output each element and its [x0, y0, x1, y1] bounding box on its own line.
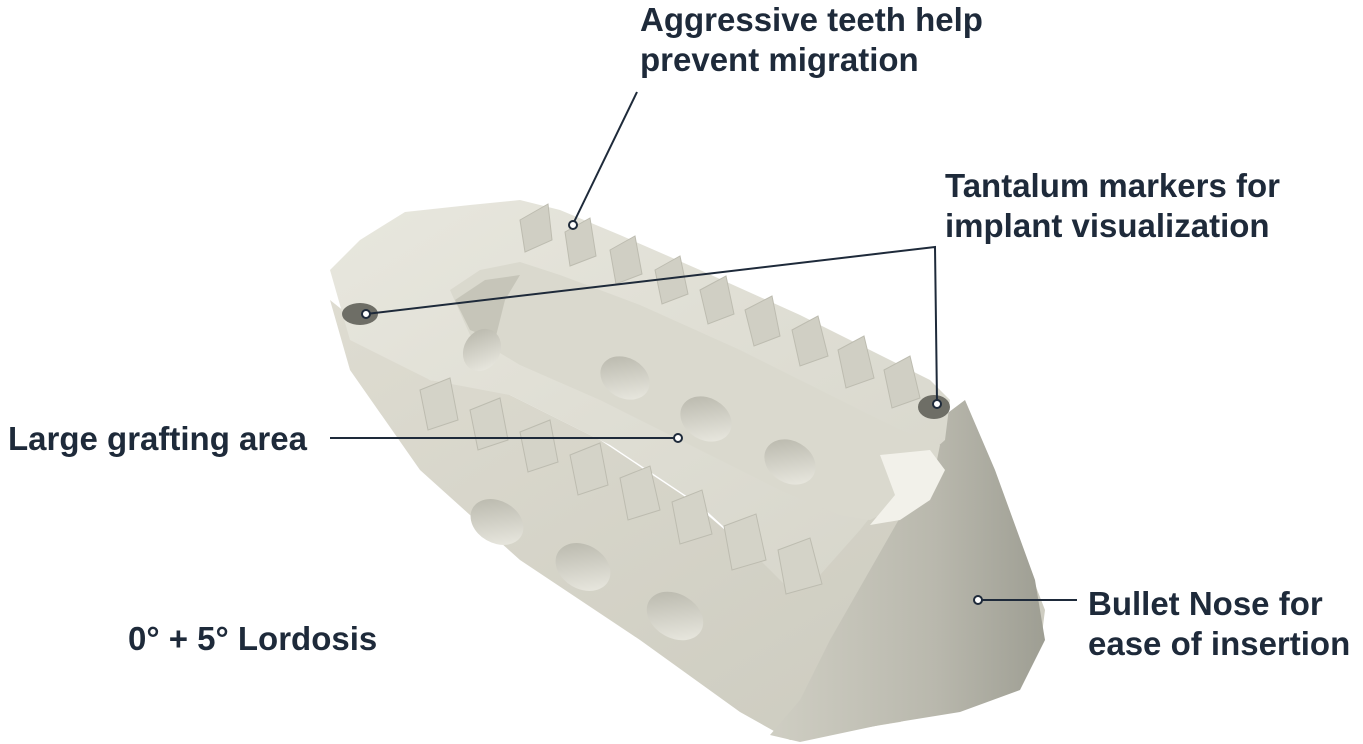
teeth-callout: Aggressive teeth help prevent migration — [640, 0, 983, 80]
teeth-callout-line2: prevent migration — [640, 40, 983, 80]
teeth-leader — [574, 92, 637, 222]
bullet-callout-line1: Bullet Nose for — [1088, 584, 1350, 624]
teeth-callout-line1: Aggressive teeth help — [640, 0, 983, 40]
teeth-endpoint — [569, 221, 577, 229]
tantalum-callout: Tantalum markers for implant visualizati… — [945, 166, 1280, 246]
grafting-endpoint — [674, 434, 682, 442]
grafting-callout: Large grafting area — [8, 419, 307, 459]
lordosis-spec-text: 0° + 5° Lordosis — [128, 619, 377, 659]
implant-body — [330, 200, 1045, 742]
tantalum-callout-line1: Tantalum markers for — [945, 166, 1280, 206]
tantalum-left-endpoint — [362, 310, 370, 318]
bullet-nose-callout: Bullet Nose for ease of insertion — [1088, 584, 1350, 664]
grafting-callout-text: Large grafting area — [8, 419, 307, 459]
lordosis-spec: 0° + 5° Lordosis — [128, 619, 377, 659]
tantalum-right-endpoint — [933, 400, 941, 408]
tantalum-callout-line2: implant visualization — [945, 206, 1280, 246]
bullet-endpoint — [974, 596, 982, 604]
bullet-callout-line2: ease of insertion — [1088, 624, 1350, 664]
